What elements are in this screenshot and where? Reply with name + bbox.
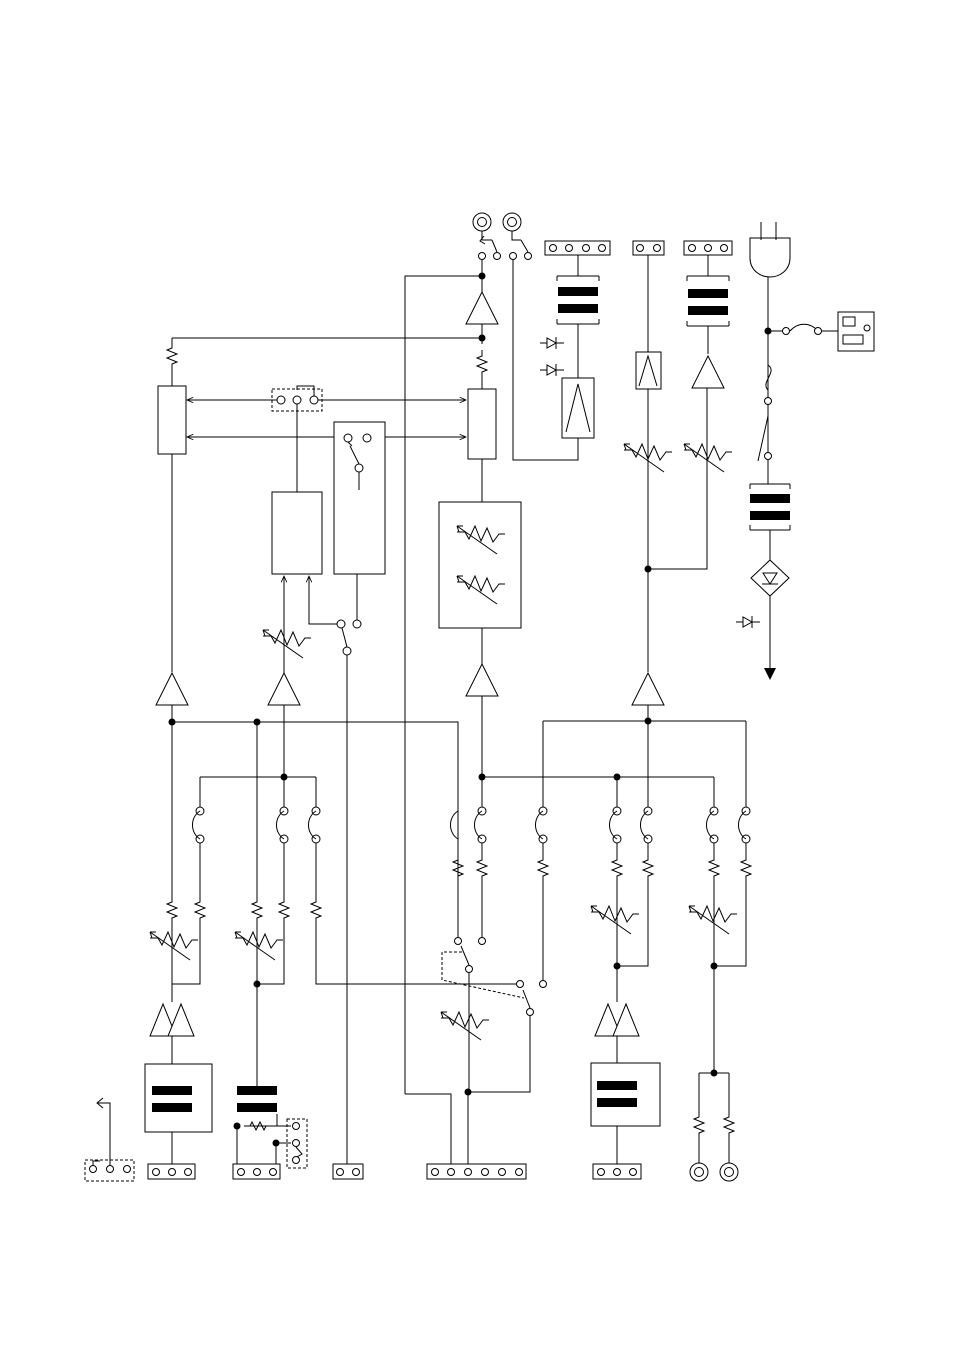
center-blocks [263, 422, 385, 1164]
right-bus [479, 718, 747, 808]
left-channel-switches [172, 722, 520, 984]
effect-channels [624, 241, 732, 807]
left-amplifiers [156, 666, 458, 936]
top-selector-links [187, 386, 466, 492]
multi-pin-connector [427, 1164, 526, 1179]
input-channel-4-jacks [690, 1070, 738, 1182]
input-channel-3 [591, 1004, 660, 1179]
dual-control-box [439, 502, 521, 628]
bottom-left-connectors [85, 1098, 363, 1181]
input-1-transformer-box [145, 1064, 212, 1132]
input-channel-2 [233, 722, 307, 1179]
center-left-block [272, 492, 322, 574]
power-section [540, 241, 610, 438]
left-module-block [158, 386, 186, 454]
input-3-transformer-box [591, 1063, 660, 1126]
ganged-input-selector [441, 882, 534, 1092]
input-channel-1 [145, 722, 212, 1179]
center-output-chain [439, 213, 578, 807]
center-right-block [334, 422, 385, 574]
center-module-block [468, 389, 496, 459]
mains-supply [736, 222, 874, 680]
